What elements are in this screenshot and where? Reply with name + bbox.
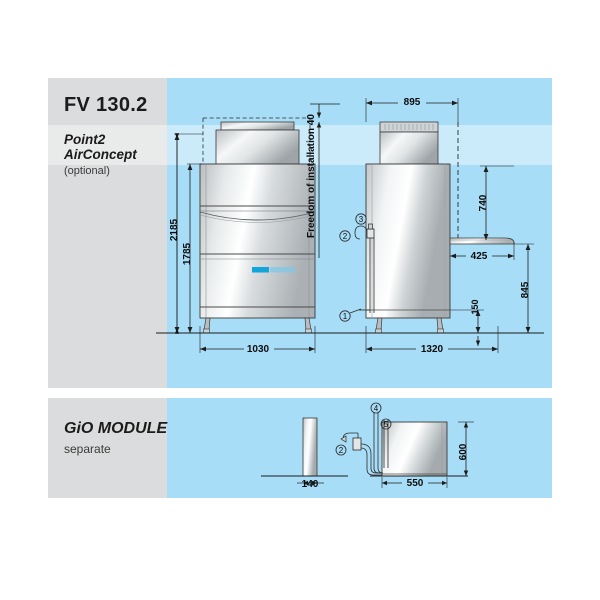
dim-height-body: 1785 [182, 242, 193, 265]
main-drawing-panel: FV 130.2 Point2 AirConcept (optional) [48, 78, 552, 388]
callout-2: 2 [339, 230, 351, 242]
main-label-panel [48, 78, 167, 388]
svg-text:5: 5 [384, 420, 389, 429]
svg-text:4: 4 [374, 404, 379, 413]
feature-line-1: Point2 [64, 132, 106, 147]
main-technical-drawing: 2185 1785 1030 Freedom of installation 4… [156, 95, 544, 355]
gio-callout-2: 2 [335, 444, 347, 456]
gio-callout-4: 4 [370, 402, 382, 414]
dim-gio-height: 600 [458, 443, 469, 460]
dim-height-right: 845 [520, 281, 531, 298]
dim-height-total: 2185 [169, 218, 180, 241]
dim-foot-height: 150 [470, 299, 480, 314]
callout-3: 3 [355, 213, 367, 225]
gio-technical-drawing: 140 [261, 402, 474, 490]
feature-line-2: AirConcept [64, 147, 137, 162]
gio-callout-5: 5 [380, 418, 392, 430]
callout-1: 1 [339, 308, 362, 322]
dim-gio-width: 550 [407, 478, 424, 489]
dim-table-height: 740 [478, 194, 489, 211]
optional-note: (optional) [64, 165, 110, 177]
gio-label-panel [48, 398, 167, 498]
gio-title: GiO MODULE [64, 420, 168, 437]
svg-text:2: 2 [339, 446, 344, 455]
dim-width-front: 1030 [247, 344, 270, 355]
label-installation-freedom: Freedom of installation 40 [306, 114, 317, 238]
dim-gio-left-width: 140 [302, 479, 319, 490]
dim-depth-total: 1320 [421, 344, 444, 355]
svg-text:1: 1 [343, 312, 348, 321]
svg-text:2: 2 [343, 232, 348, 241]
gio-drawing-panel: GiO MODULE separate 140 [48, 398, 552, 498]
brand-logo [252, 267, 295, 273]
gio-note: separate [64, 442, 111, 456]
svg-text:3: 3 [359, 215, 364, 224]
dim-top-width: 895 [404, 97, 421, 108]
dim-table-depth: 425 [471, 251, 488, 262]
page-title: FV 130.2 [64, 94, 148, 116]
